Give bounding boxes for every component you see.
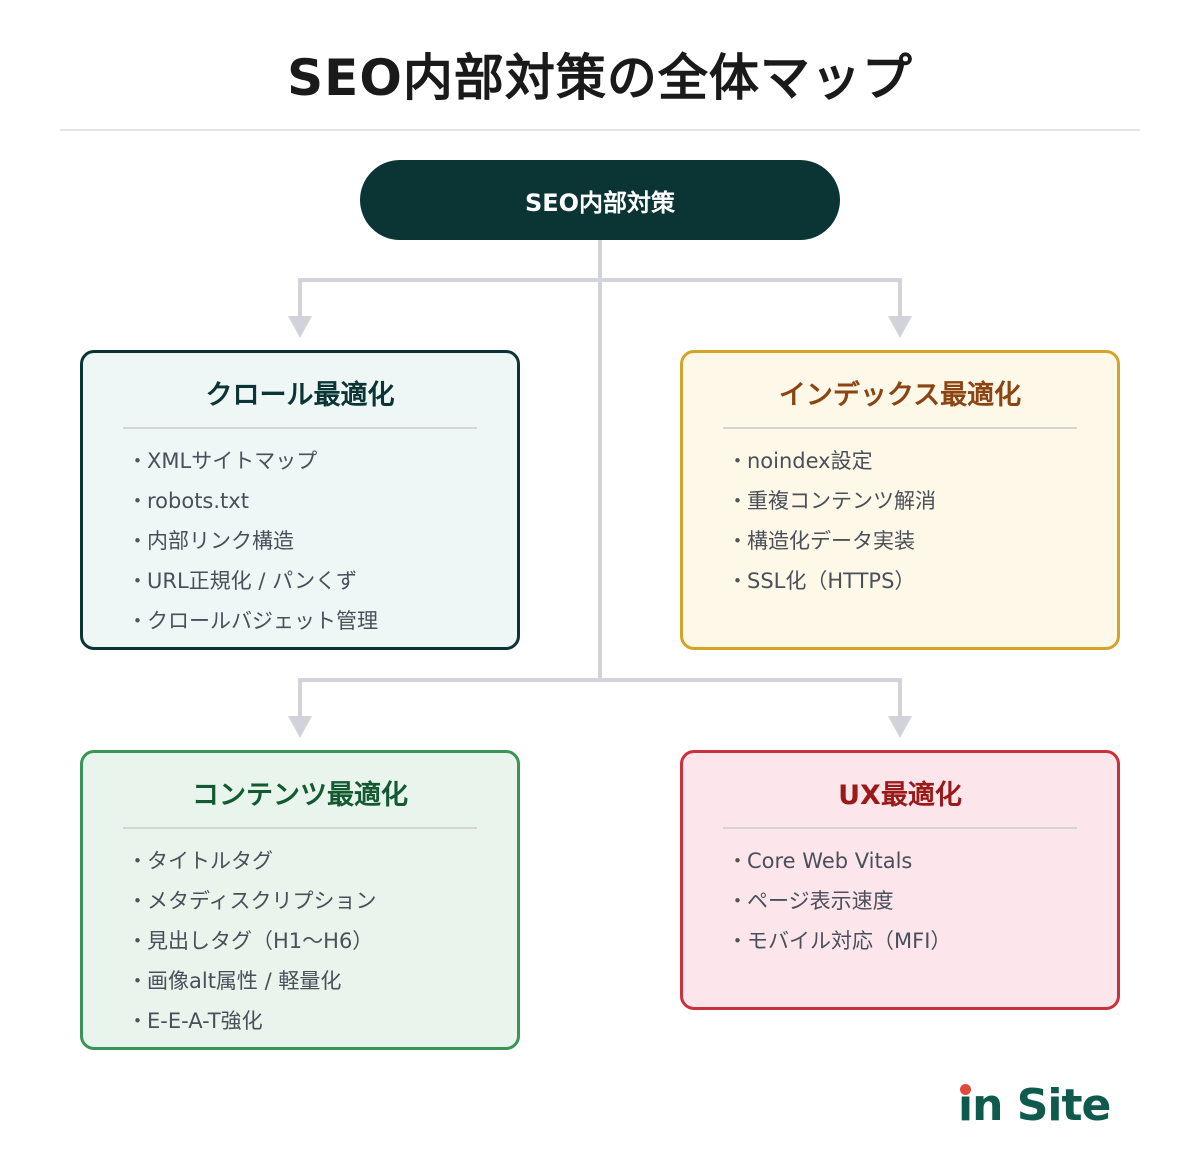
- item-list: ・noindex設定・重複コンテンツ解消・構造化データ実装・SSL化（HTTPS…: [727, 441, 936, 601]
- page-title: SEO内部対策の全体マップ: [287, 49, 913, 107]
- root-node: SEO内部対策: [360, 160, 840, 240]
- list-item: ・Core Web Vitals: [727, 841, 951, 881]
- box-title: コンテンツ最適化: [192, 780, 408, 811]
- box-ux: UX最適化 ・Core Web Vitals・ページ表示速度・モバイル対応（MF…: [680, 750, 1120, 1010]
- item-list: ・Core Web Vitals・ページ表示速度・モバイル対応（MFI）: [727, 841, 951, 961]
- bullet: ・: [727, 849, 748, 873]
- box-title: UX最適化: [838, 780, 962, 811]
- list-item: ・SSL化（HTTPS）: [727, 561, 936, 601]
- item-text: SSL化（HTTPS）: [747, 569, 916, 593]
- item-text: 内部リンク構造: [147, 529, 294, 553]
- item-text: 画像alt属性 / 軽量化: [147, 969, 342, 993]
- list-item: ・ページ表示速度: [727, 881, 951, 921]
- item-text: URL正規化 / パンくず: [147, 569, 358, 593]
- item-text: 構造化データ実装: [747, 529, 915, 553]
- list-item: ・クロールバジェット管理: [127, 601, 378, 641]
- bullet: ・: [127, 489, 148, 513]
- bullet: ・: [727, 529, 748, 553]
- box-divider: [723, 427, 1077, 429]
- box-divider: [723, 827, 1077, 829]
- bullet: ・: [127, 609, 148, 633]
- list-item: ・タイトルタグ: [127, 841, 377, 881]
- item-text: XMLサイトマップ: [147, 449, 318, 473]
- logo-dot: [960, 1084, 972, 1095]
- item-text: モバイル対応（MFI）: [747, 929, 952, 953]
- list-item: ・E-E-A-T強化: [127, 1001, 377, 1041]
- logo-text: n Site: [972, 1080, 1111, 1131]
- box-title: クロール最適化: [205, 380, 395, 411]
- arrow-crawl: [288, 316, 312, 338]
- box-divider: [123, 827, 477, 829]
- arrow-content: [288, 716, 312, 738]
- item-list: ・XMLサイトマップ・robots.txt・内部リンク構造・URL正規化 / パ…: [127, 441, 378, 641]
- item-text: Core Web Vitals: [747, 849, 913, 873]
- list-item: ・URL正規化 / パンくず: [127, 561, 378, 601]
- bullet: ・: [127, 529, 148, 553]
- title-divider: [60, 129, 1140, 131]
- bullet: ・: [127, 889, 148, 913]
- bullet: ・: [727, 889, 748, 913]
- item-list: ・タイトルタグ・メタディスクリプション・見出しタグ（H1〜H6）・画像alt属性…: [127, 841, 377, 1041]
- list-item: ・robots.txt: [127, 481, 378, 521]
- item-text: タイトルタグ: [147, 849, 273, 873]
- box-divider: [123, 427, 477, 429]
- item-text: 見出しタグ（H1〜H6）: [147, 929, 374, 953]
- list-item: ・内部リンク構造: [127, 521, 378, 561]
- item-text: 重複コンテンツ解消: [747, 489, 936, 513]
- bullet: ・: [727, 929, 748, 953]
- box-title: インデックス最適化: [778, 380, 1022, 411]
- arrow-index: [888, 316, 912, 338]
- item-text: noindex設定: [747, 449, 873, 473]
- bullet: ・: [727, 489, 748, 513]
- list-item: ・重複コンテンツ解消: [727, 481, 936, 521]
- bullet: ・: [127, 569, 148, 593]
- bullet: ・: [127, 1009, 148, 1033]
- lower-branch-line: [298, 678, 902, 716]
- item-text: ページ表示速度: [747, 889, 894, 913]
- item-text: E-E-A-T強化: [147, 1009, 263, 1033]
- bullet: ・: [127, 849, 148, 873]
- list-item: ・画像alt属性 / 軽量化: [127, 961, 377, 1001]
- item-text: クロールバジェット管理: [147, 609, 378, 633]
- list-item: ・見出しタグ（H1〜H6）: [127, 921, 377, 961]
- item-text: メタディスクリプション: [147, 889, 377, 913]
- bullet: ・: [127, 449, 148, 473]
- logo-i: i: [958, 1080, 973, 1131]
- list-item: ・XMLサイトマップ: [127, 441, 378, 481]
- bullet: ・: [127, 929, 148, 953]
- bullet: ・: [127, 969, 148, 993]
- bullet: ・: [727, 449, 748, 473]
- upper-branch-line: [298, 278, 902, 316]
- arrow-ux: [888, 716, 912, 738]
- list-item: ・モバイル対応（MFI）: [727, 921, 951, 961]
- bullet: ・: [727, 569, 748, 593]
- list-item: ・構造化データ実装: [727, 521, 936, 561]
- list-item: ・noindex設定: [727, 441, 936, 481]
- box-content: コンテンツ最適化 ・タイトルタグ・メタディスクリプション・見出しタグ（H1〜H6…: [80, 750, 520, 1050]
- list-item: ・メタディスクリプション: [127, 881, 377, 921]
- box-index: インデックス最適化 ・noindex設定・重複コンテンツ解消・構造化データ実装・…: [680, 350, 1120, 650]
- box-crawl: クロール最適化 ・XMLサイトマップ・robots.txt・内部リンク構造・UR…: [80, 350, 520, 650]
- item-text: robots.txt: [147, 489, 249, 513]
